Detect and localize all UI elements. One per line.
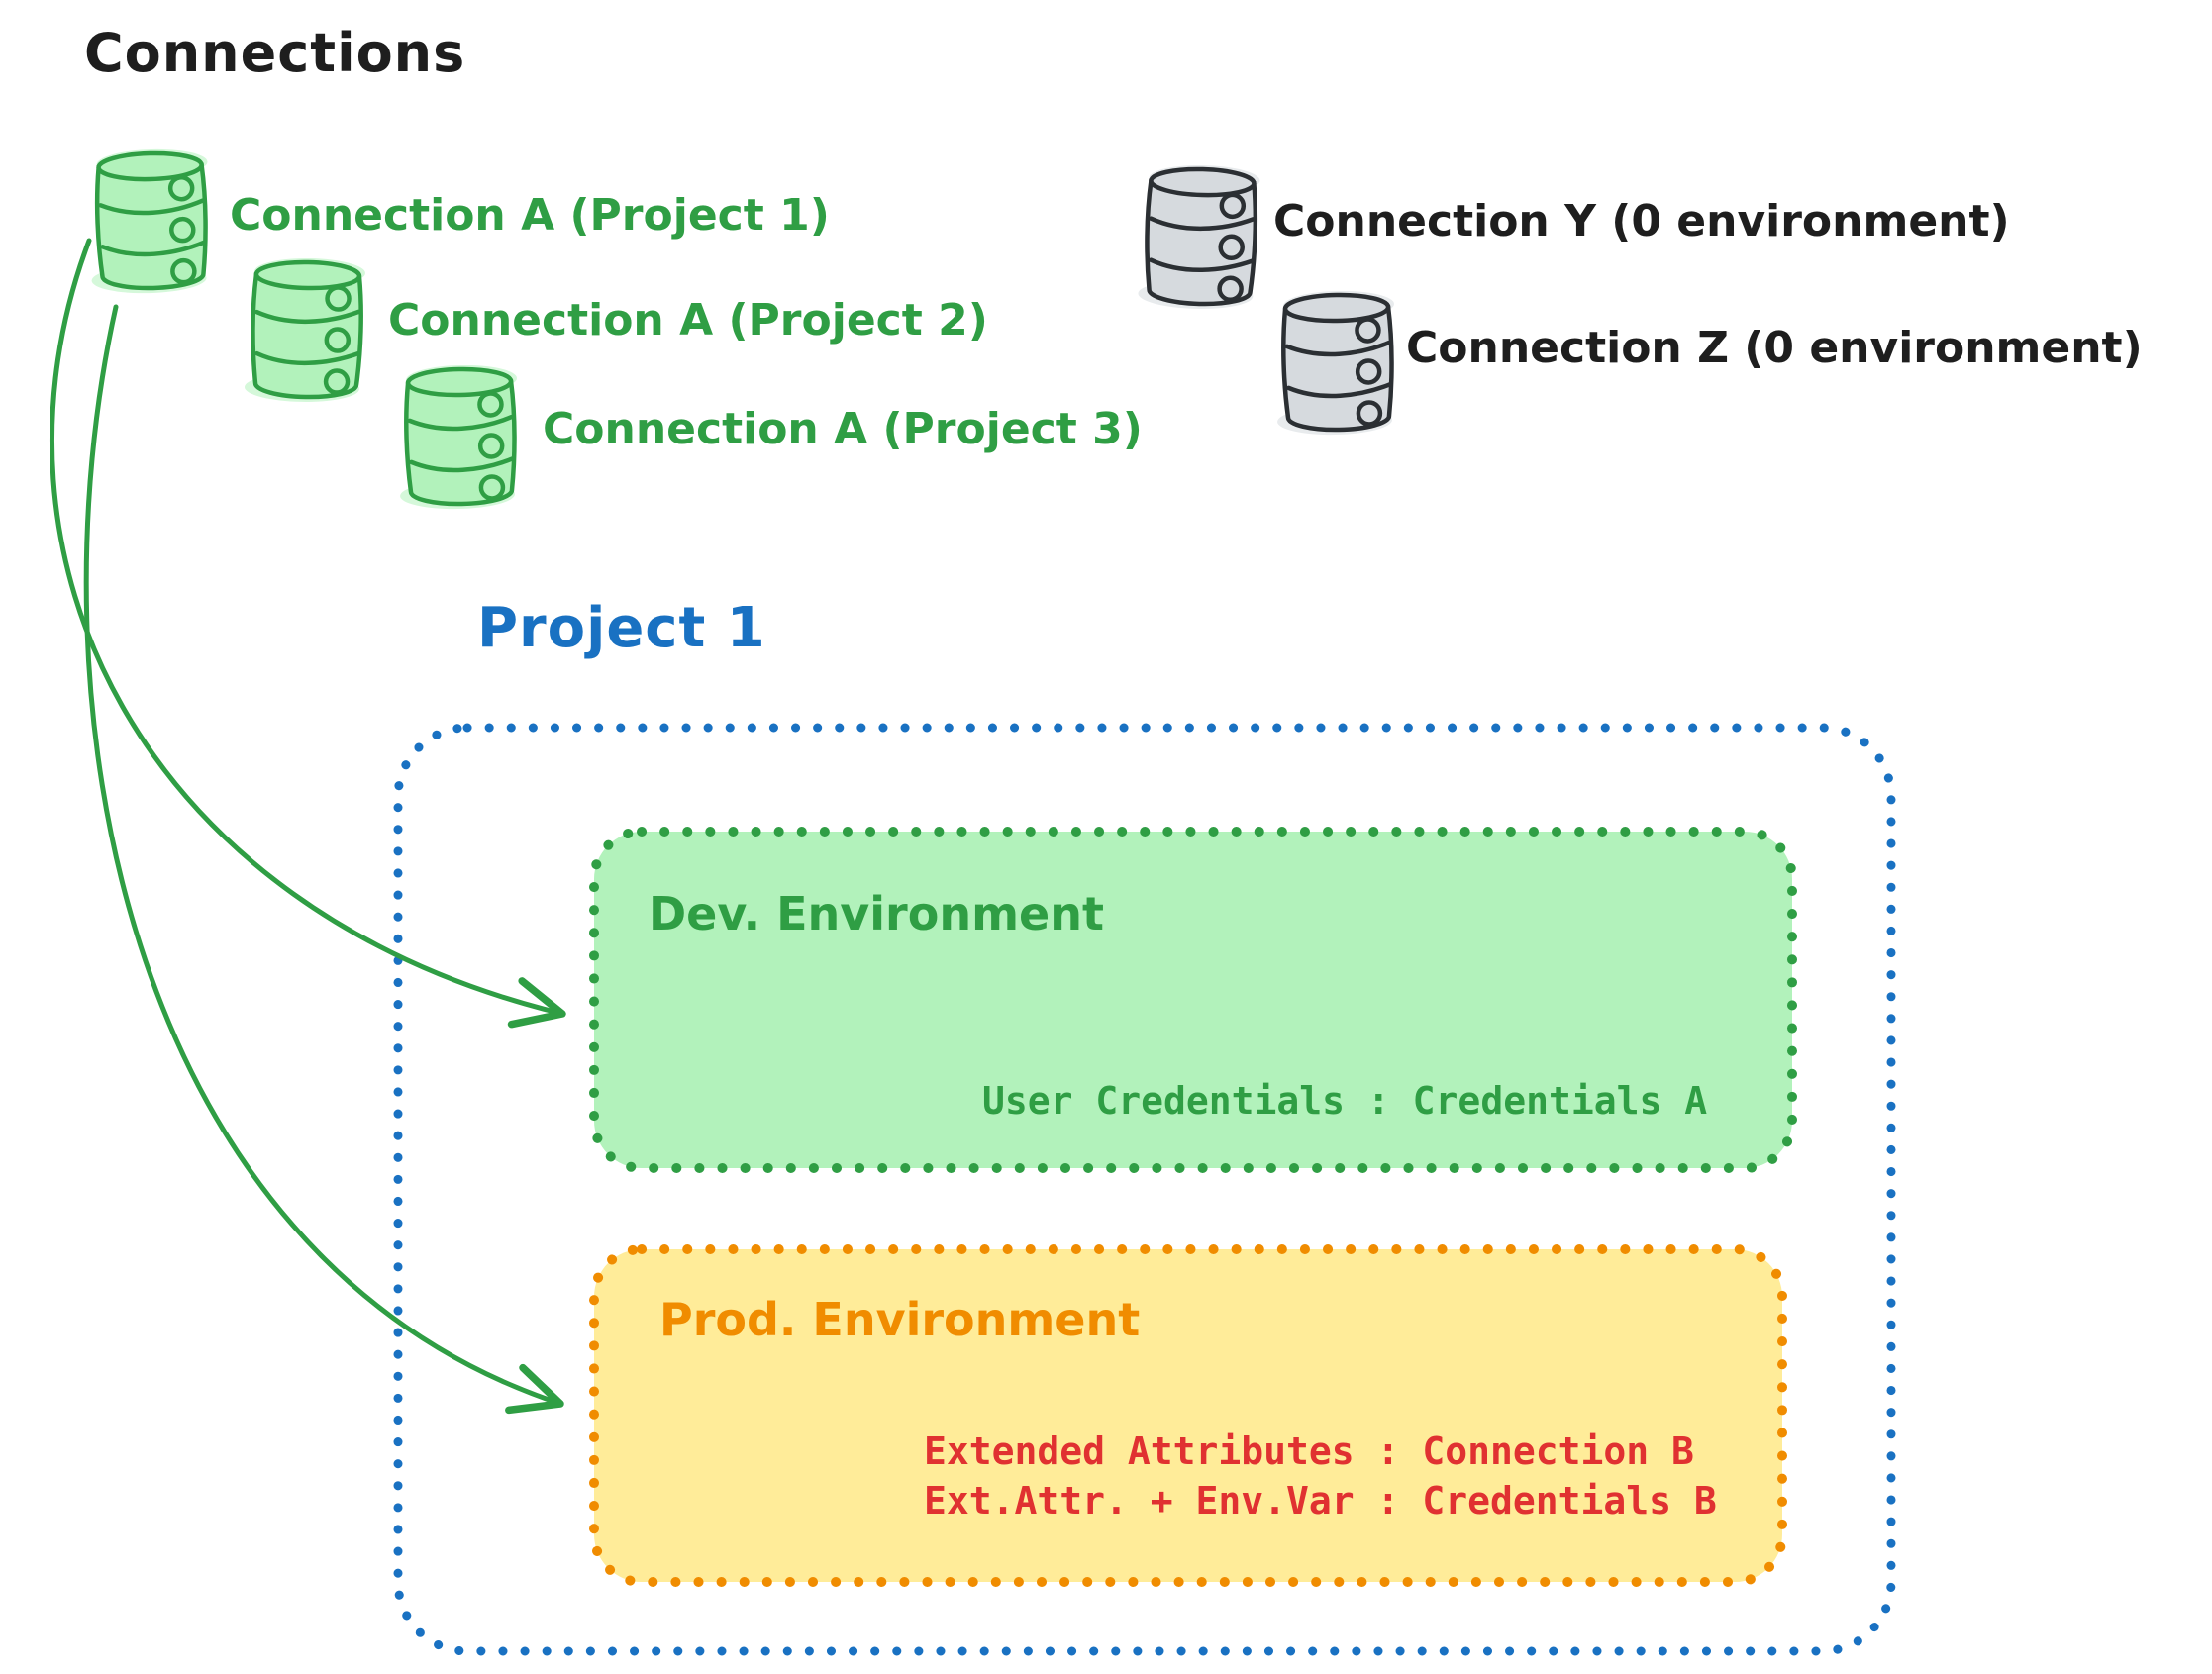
connection-y-label: Connection Y (0 environment) [1273,196,2010,246]
prod-environment-box [589,1244,1787,1587]
arrow-connection-a-to-dev-environment [50,238,566,1029]
connection-a-project-1-label: Connection A (Project 1) [230,190,830,241]
connection-a-project-3-label: Connection A (Project 3) [543,404,1143,454]
database-icon-connection-a-project-1 [88,148,211,295]
prod-extended-attributes-text: Extended Attributes : Connection B [924,1429,1694,1473]
dev-environment-box [589,827,1797,1173]
connections-title: Connections [84,22,466,84]
prod-ext-attr-env-var-text: Ext.Attr. + Env.Var : Credentials B [924,1479,1717,1523]
prod-environment-title: Prod. Environment [659,1293,1141,1346]
dev-environment-title: Dev. Environment [649,887,1104,940]
connection-a-project-2-label: Connection A (Project 2) [388,295,988,345]
dev-credentials-text: User Credentials : Credentials A [982,1079,1708,1123]
project-1-box [393,723,1896,1656]
database-icon-connection-a-project-2 [244,256,366,404]
database-icon-connection-z [1274,289,1397,437]
project-1-title: Project 1 [477,596,766,660]
connection-z-label: Connection Z (0 environment) [1406,323,2143,373]
database-icon-connection-a-project-3 [397,363,520,511]
arrow-connection-a-to-prod-environment [83,304,564,1415]
database-icon-connection-y [1138,163,1260,311]
